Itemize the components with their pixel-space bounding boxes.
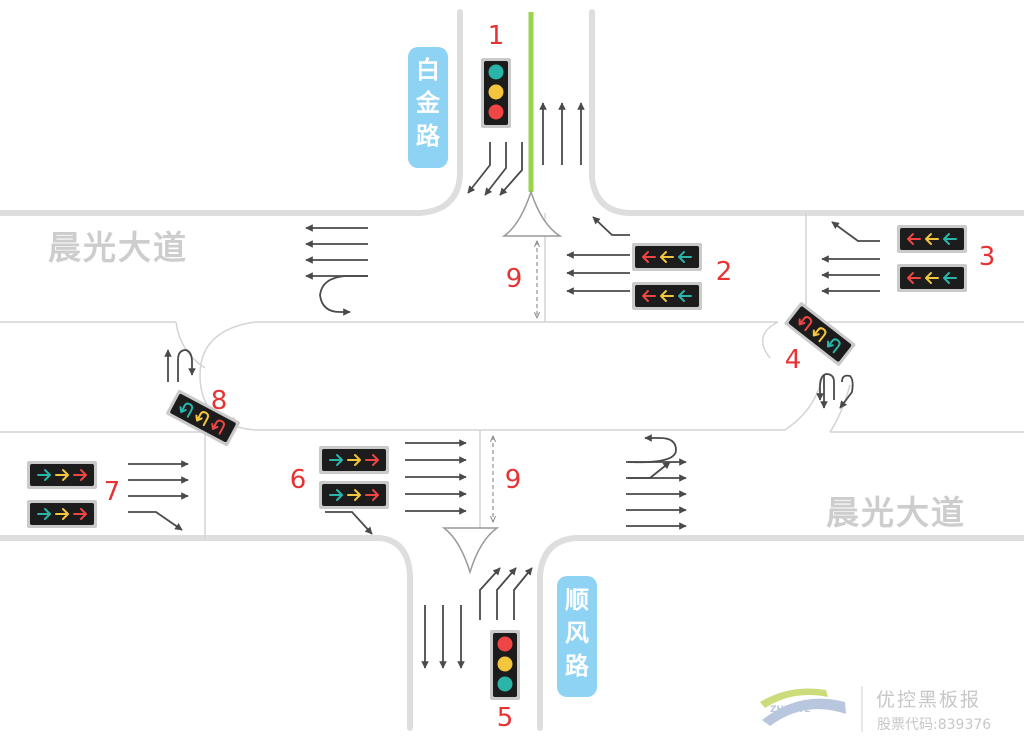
road-edges (0, 9, 1024, 731)
east-left-turn-arrow (628, 461, 671, 479)
label-signal-2: 2 (716, 257, 733, 287)
arrow-lamp-icon (812, 327, 827, 343)
lane-arrows (128, 102, 880, 669)
south-approach-arrow (479, 567, 501, 620)
arrow-lamp-icon (943, 272, 957, 284)
road-lines (0, 213, 1024, 538)
signal-3-box-a (897, 225, 967, 253)
arrow-lamp-icon (365, 454, 379, 466)
label-signal-1: 1 (488, 21, 505, 51)
signal-7-box-a (27, 461, 97, 489)
arrow-lamp-icon (943, 233, 957, 245)
west-approach-arrow (128, 511, 183, 531)
north-lane-arrow (499, 142, 523, 196)
watermark-logo-icon (762, 698, 846, 726)
north-lane-arrow (467, 142, 491, 194)
north-road-sign-text: 白金路 (415, 56, 441, 150)
arrow-lamp-icon (907, 233, 921, 245)
signal-5-vertical-light (490, 630, 520, 700)
east-uturn-lane-arrow (839, 374, 854, 409)
signal-5-green-lamp (497, 676, 513, 692)
arrow-lamp-icon (925, 233, 939, 245)
arrow-lamp-icon (55, 508, 69, 520)
arrow-lamp-icon (73, 469, 87, 481)
north-lane-arrow (484, 142, 507, 196)
south-approach-arrow (496, 567, 517, 620)
label-crossing-9-south: 9 (505, 465, 522, 495)
label-signal-6: 6 (290, 465, 307, 495)
arrow-lamp-icon (660, 290, 674, 302)
south-road-sign-text: 顺风路 (565, 586, 590, 680)
arrow-lamp-icon (826, 338, 841, 354)
arrow-lamp-icon (798, 316, 813, 332)
signal-1-green-lamp (488, 64, 504, 80)
signal-5-yellow-lamp (497, 656, 513, 672)
signal-2-box-b (632, 282, 702, 310)
signal-7-box-b (27, 500, 97, 528)
signal-8-box (166, 389, 240, 447)
east-uturn-arrow (627, 434, 677, 464)
signal-5-red-lamp (497, 636, 513, 652)
arrow-lamp-icon (642, 290, 656, 302)
watermark: ZHENYE 优控黑板报 股票代码:839376 (760, 686, 991, 733)
arrow-lamp-icon (642, 251, 656, 263)
signal-4-box (784, 302, 856, 366)
arrow-lamp-icon (195, 411, 210, 427)
arrow-lamp-icon (73, 508, 87, 520)
arrow-lamp-icon (678, 290, 692, 302)
arrow-lamp-icon (211, 419, 226, 435)
south-island (441, 527, 500, 575)
west-uturn-arrow (319, 275, 368, 316)
middle-right-turn-arrow (325, 511, 373, 535)
arrow-lamp-icon (179, 402, 194, 418)
arrow-lamp-icon (37, 508, 51, 520)
arrow-lamp-icon (347, 489, 361, 501)
east-uturn-lane-arrow (816, 373, 835, 401)
label-signal-5: 5 (497, 703, 514, 733)
dashed-crossings (493, 241, 537, 522)
arrow-lamp-icon (365, 489, 379, 501)
watermark-logo-text: ZHENYE (770, 705, 810, 715)
arrow-lamp-icon (329, 454, 343, 466)
label-signal-3: 3 (979, 242, 996, 272)
signal-1-yellow-lamp (488, 84, 504, 100)
signal-6-box-a (319, 446, 389, 474)
signal-1-red-lamp (488, 104, 504, 120)
arrow-lamp-icon (55, 469, 69, 481)
watermark-stock: 股票代码:839376 (877, 717, 991, 733)
watermark-brand: 优控黑板报 (876, 689, 981, 711)
signal-number-labels: 1 2 3 4 5 6 7 8 9 9 (104, 21, 996, 733)
west-uturn-lane-arrow (177, 349, 196, 382)
arrow-lamp-icon (347, 454, 361, 466)
arrow-lamp-icon (660, 251, 674, 263)
arrow-lamp-icon (925, 272, 939, 284)
main-road-name-east: 晨光大道 (826, 493, 966, 532)
arrow-lamp-icon (37, 469, 51, 481)
signal-1-vertical-light (481, 58, 511, 128)
east-approach-arrow (592, 216, 630, 236)
label-signal-7: 7 (104, 477, 121, 507)
north-island (501, 189, 563, 237)
main-road-name-west: 晨光大道 (48, 228, 188, 267)
arrow-lamp-icon (907, 272, 921, 284)
south-road-sign: 顺风路 (557, 576, 597, 697)
north-road-sign: 白金路 (408, 47, 448, 168)
signal-2-box-a (632, 243, 702, 271)
label-signal-8: 8 (211, 386, 228, 416)
signal-3-box-b (897, 264, 967, 292)
south-approach-arrow (513, 567, 533, 620)
signal-6-box-b (319, 481, 389, 509)
arrow-lamp-icon (329, 489, 343, 501)
label-signal-4: 4 (785, 345, 802, 375)
arrow-lamp-icon (678, 251, 692, 263)
arrow-signal-boxes (27, 225, 967, 528)
far-east-approach-arrow (831, 221, 880, 242)
label-crossing-9-north: 9 (506, 264, 523, 294)
